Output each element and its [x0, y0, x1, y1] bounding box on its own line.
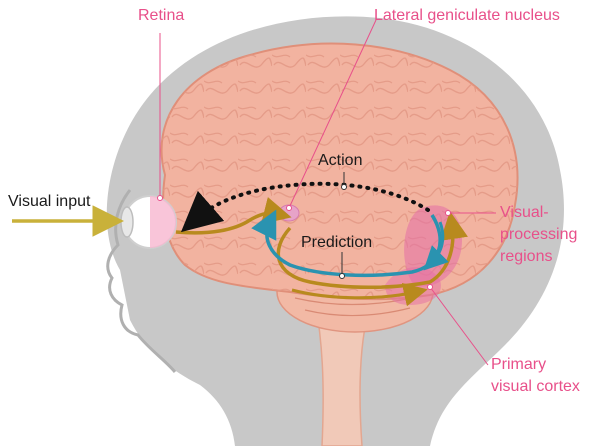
lgn-label: Lateral geniculate nucleus: [374, 6, 560, 25]
retina-label: Retina: [138, 6, 184, 25]
visual-processing-label-1: Visual-: [500, 203, 549, 222]
prediction-label: Prediction: [301, 233, 372, 252]
primary-cortex-label-1: Primary: [491, 355, 546, 374]
visual-processing-label-3: regions: [500, 247, 552, 266]
visual-processing-label-2: processing: [500, 225, 577, 244]
action-label: Action: [318, 151, 362, 170]
visual-input-label: Visual input: [8, 192, 90, 211]
primary-cortex-label-2: visual cortex: [491, 377, 580, 396]
